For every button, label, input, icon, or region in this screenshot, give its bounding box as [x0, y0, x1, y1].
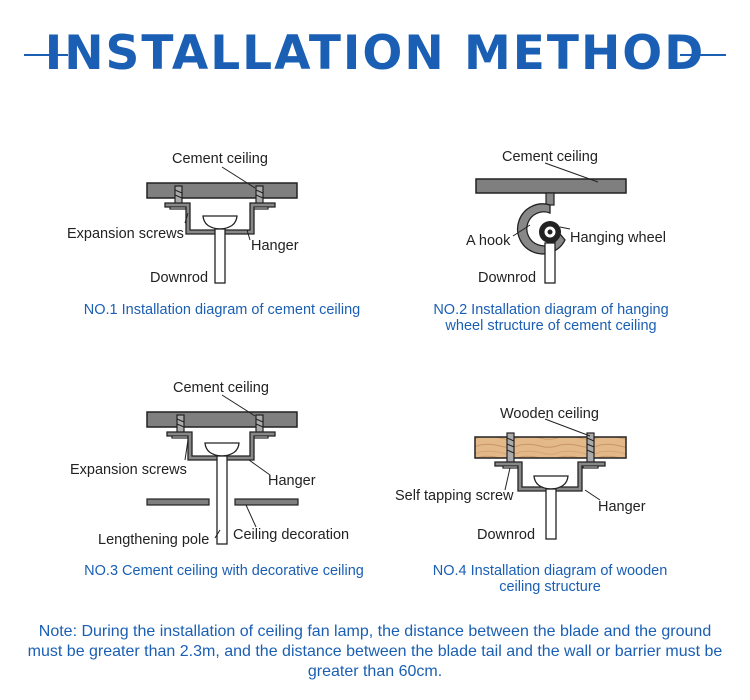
downrod-ball: [202, 215, 238, 230]
hanger: [166, 431, 276, 461]
downrod: [544, 242, 556, 284]
caption-diagram-3: NO.3 Cement ceiling with decorative ceil…: [84, 563, 364, 579]
leader-hanger: [246, 229, 251, 241]
a-hook: [517, 203, 566, 255]
label-hanger: Hanger: [251, 238, 299, 254]
lengthening-pole: [216, 455, 228, 545]
label-hanger: Hanger: [598, 499, 646, 515]
page-header: INSTALLATION METHOD: [0, 18, 750, 98]
ceiling-decoration-right: [234, 498, 299, 506]
leader-hanging-wheel: [559, 226, 571, 230]
caption-diagram-1: NO.1 Installation diagram of cement ceil…: [84, 302, 360, 318]
ceiling-decoration-left: [146, 498, 210, 506]
diagram-2: Cement ceiling A hook Hanging wheel Down…: [433, 149, 668, 334]
leader-a-hook: [512, 224, 531, 237]
label-hanging-wheel: Hanging wheel: [570, 230, 666, 246]
label-downrod: Downrod: [150, 270, 208, 286]
leader-hanger: [248, 459, 271, 476]
label-expansion-screws: Expansion screws: [67, 226, 184, 242]
hanger: [164, 202, 276, 235]
label-expansion-screws: Expansion screws: [70, 462, 187, 478]
downrod: [545, 488, 557, 540]
label-cement-ceiling: Cement ceiling: [173, 380, 269, 396]
caption-diagram-2-line1: NO.2 Installation diagram of hanging: [433, 302, 668, 318]
diagram-1: Cement ceiling Expansion screws Hanger D…: [67, 151, 360, 318]
wooden-ceiling: [474, 436, 627, 459]
label-downrod: Downrod: [478, 270, 536, 286]
header-rule-right: [680, 54, 726, 56]
caption-diagram-4-line2: ceiling structure: [499, 579, 601, 595]
caption-diagram-4-line1: NO.4 Installation diagram of wooden: [433, 563, 668, 579]
downrod-ball: [204, 442, 240, 457]
label-ceiling-decoration: Ceiling decoration: [233, 527, 349, 543]
label-a-hook: A hook: [466, 233, 511, 249]
caption-diagram-2-line2: wheel structure of cement ceiling: [444, 318, 656, 334]
leader-hanger: [584, 489, 601, 501]
label-lengthening-pole: Lengthening pole: [98, 532, 209, 548]
leader-lengthening-pole: [214, 529, 221, 539]
leader-wooden-ceiling: [544, 418, 591, 437]
label-cement-ceiling: Cement ceiling: [502, 149, 598, 165]
leader-self-tapping-screw: [504, 467, 511, 491]
header-rule-left: [24, 54, 68, 56]
leader-cement-ceiling: [221, 394, 256, 417]
installation-note: Note: During the installation of ceiling…: [27, 623, 723, 680]
leader-cement-ceiling: [221, 166, 256, 189]
leader-expansion-screws: [184, 439, 189, 461]
leader-ceiling-decoration: [245, 504, 257, 528]
label-wooden-ceiling: Wooden ceiling: [500, 406, 599, 422]
page-title: INSTALLATION METHOD: [44, 26, 706, 81]
leader-expansion-screws: [184, 212, 189, 224]
label-self-tapping-screw: Self tapping screw: [395, 488, 514, 504]
cement-ceiling-slab: [146, 411, 298, 428]
downrod: [214, 228, 226, 284]
cement-ceiling-slab: [475, 178, 627, 194]
label-hanger: Hanger: [268, 473, 316, 489]
hanger: [494, 461, 606, 492]
diagram-4: Wooden ceiling Self tapping screw Hanger…: [395, 406, 667, 595]
hook-stem: [545, 192, 555, 206]
cement-ceiling-slab: [146, 182, 298, 199]
leader-cement-ceiling: [544, 162, 599, 183]
diagram-3: Cement ceiling Expansion screws Hanger L…: [70, 380, 364, 579]
label-cement-ceiling: Cement ceiling: [172, 151, 268, 167]
label-downrod: Downrod: [477, 527, 535, 543]
